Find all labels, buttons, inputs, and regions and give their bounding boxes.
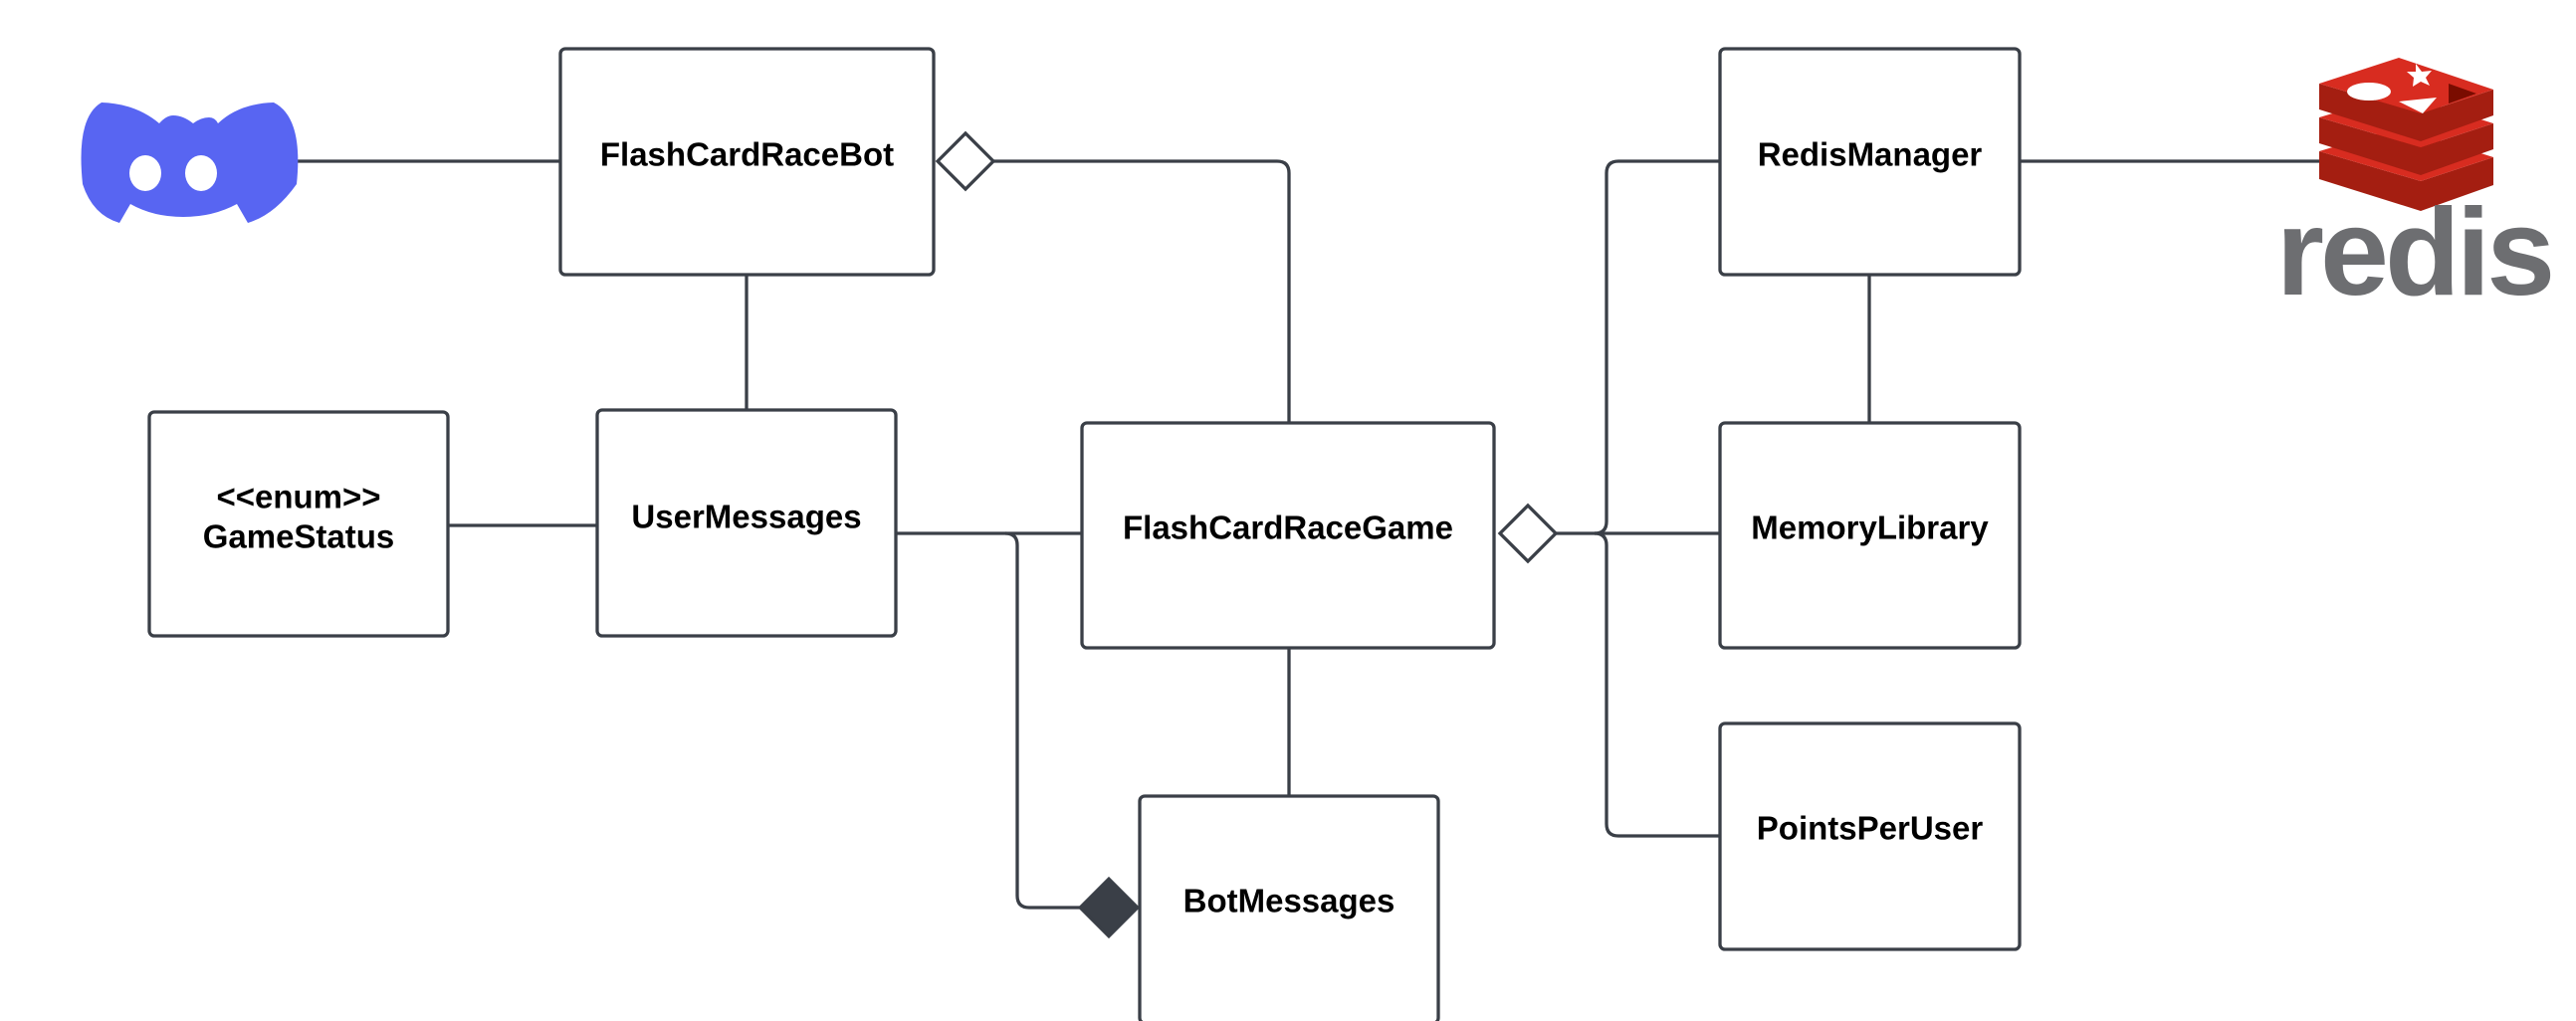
class-redismanager-name: RedisManager (1758, 136, 1983, 173)
class-pointsperuser: PointsPerUser (1718, 721, 2022, 951)
game-to-pointsperuser-line (1594, 531, 1720, 838)
class-flashcardracegame: FlashCardRaceGame (1080, 421, 1496, 650)
class-redismanager: RedisManager (1718, 47, 2022, 277)
class-pointsperuser-name: PointsPerUser (1757, 810, 1984, 847)
relationship-markers (935, 130, 1559, 939)
discord-logo (81, 102, 299, 223)
connectors (247, 159, 2319, 910)
class-flashcardracebot-name: FlashCardRaceBot (600, 136, 894, 173)
game-to-redismanager-line (1594, 159, 1720, 535)
redis-logo-stack (2319, 58, 2493, 211)
class-gamestatus-stereotype: <<enum>> (216, 479, 380, 515)
bot-to-game-aggregation-line (993, 159, 1291, 423)
class-usermessages-name: UserMessages (631, 499, 861, 535)
game-aggregation-diamond (1497, 503, 1559, 564)
discord-logo-left-eye (129, 155, 161, 191)
botmessages-composition-diamond (1077, 876, 1141, 939)
class-memorylibrary-name: MemoryLibrary (1751, 510, 1989, 546)
class-flashcardracegame-name: FlashCardRaceGame (1123, 510, 1453, 546)
class-gamestatus: <<enum>> GameStatus (147, 410, 450, 638)
class-botmessages: BotMessages (1138, 794, 1440, 1021)
class-usermessages: UserMessages (595, 408, 898, 638)
discord-logo-right-eye (185, 155, 217, 191)
redis-logo-wordmark: redis (2276, 184, 2551, 321)
bot-aggregation-diamond (935, 130, 996, 192)
class-botmessages-name: BotMessages (1183, 883, 1395, 919)
class-memorylibrary: MemoryLibrary (1718, 421, 2022, 650)
usermessages-to-botmessages-composition-line (1004, 531, 1080, 910)
redis-logo: redis (2276, 58, 2555, 321)
class-flashcardracebot: FlashCardRaceBot (558, 47, 936, 277)
class-gamestatus-name: GameStatus (203, 518, 395, 555)
